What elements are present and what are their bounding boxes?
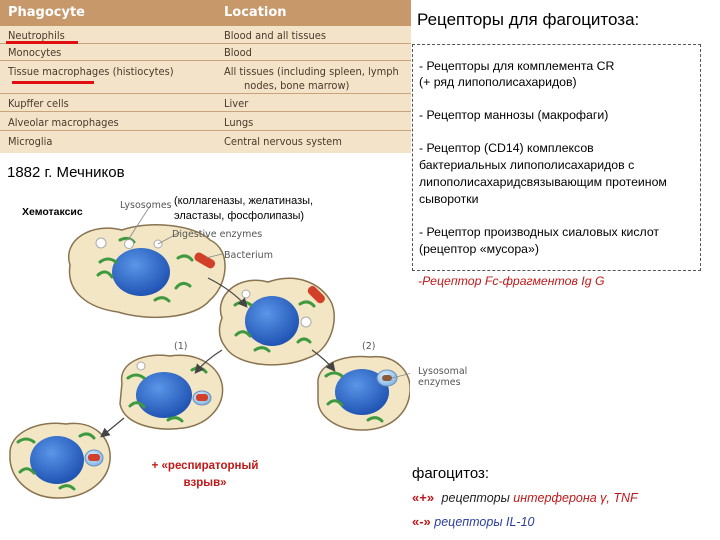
chemotaxis-label: Хемотаксис — [22, 206, 83, 218]
bacterium-label: Bacterium — [224, 250, 273, 261]
receptor-item: (рецептор «мусора») — [419, 242, 539, 256]
lysosome — [241, 289, 251, 299]
cell-location: Blood and all tissues — [224, 29, 327, 42]
respiratory-burst-line: взрыв» — [183, 477, 227, 489]
nucleus — [335, 369, 389, 415]
cell-location-cont: nodes, bone marrow) — [244, 79, 350, 92]
receptor-item: (+ ряд липополисахаридов) — [419, 75, 577, 89]
nucleus — [30, 436, 84, 484]
cell-location: Central nervous system — [224, 135, 342, 148]
enzymes-line: эластазы, фосфолипазы) — [174, 210, 305, 222]
receptor-item: - Рецептор маннозы (макрофаги) — [419, 108, 609, 122]
cell-3 — [119, 354, 224, 430]
receptor-item: липополисахаридсвязывающим протеином — [419, 175, 667, 189]
cell-phagocyte: Alveolar macrophages — [8, 116, 119, 129]
step-2-label: (2) — [362, 341, 376, 352]
respiratory-burst-label: + «респираторный взрыв» — [130, 458, 280, 492]
arrow — [311, 349, 336, 372]
cell-2 — [218, 277, 335, 366]
cell-phagocyte: Microglia — [8, 135, 53, 148]
phagocytosis-plus-line: «+» рецепторы интерферона γ, TNF — [412, 490, 638, 505]
receptor-item: - Рецептор (CD14) комплексов — [419, 141, 594, 155]
header-phagocyte: Phagocyte — [8, 5, 86, 20]
plus-red-text: интерферона γ, TNF — [513, 491, 638, 505]
respiratory-burst-line: + «респираторный — [151, 460, 259, 472]
bacterium — [307, 286, 325, 304]
cell-phagocyte: Monocytes — [8, 46, 62, 59]
arrow — [207, 277, 248, 308]
table-row — [0, 43, 411, 61]
minus-text: рецепторы IL-10 — [434, 515, 535, 529]
phagocytosis-title: фагоцитоз: — [412, 465, 490, 482]
cell-location: All tissues (including spleen, lymph — [224, 65, 399, 78]
minus-symbol: «-» — [412, 514, 431, 529]
plus-symbol: «+» — [412, 490, 435, 505]
phagocytosis-diagram — [9, 205, 410, 499]
bacterium — [88, 454, 100, 461]
lysosome — [136, 361, 146, 371]
cell-phagocyte: Kupffer cells — [8, 97, 69, 110]
arrow — [194, 349, 223, 374]
bacterium — [194, 252, 216, 269]
table-row — [0, 93, 411, 112]
plus-text: рецепторы — [441, 491, 510, 505]
highlight-macrophages — [12, 81, 94, 84]
receptor-item: бактериальных липополисахаридов с — [419, 158, 635, 172]
enzymes-note: (коллагеназы, желатиназы, эластазы, фосф… — [174, 194, 313, 224]
cell-location: Lungs — [224, 116, 254, 129]
bacterium — [196, 394, 208, 401]
nucleus — [245, 296, 299, 346]
lysosomal-label: Lysosomal — [418, 366, 468, 377]
digested-bacterium — [382, 375, 392, 381]
lysosomal-enzymes-label: enzymes — [418, 377, 461, 388]
table-header: Phagocyte Location — [0, 0, 411, 26]
fc-receptor: -Рецептор Fc-фрагментов Ig G — [418, 274, 605, 288]
lysosome — [300, 316, 312, 328]
cell-5 — [9, 422, 111, 499]
enzymes-line: (коллагеназы, желатиназы, — [174, 195, 314, 207]
receptors-box — [412, 44, 701, 271]
step-1-label: (1) — [174, 341, 188, 352]
header-location: Location — [224, 5, 287, 20]
lysosome — [95, 237, 107, 249]
table-row — [0, 60, 411, 94]
receptors-title: Рецепторы для фагоцитоза: — [417, 10, 640, 29]
cell-location: Blood — [224, 46, 252, 59]
table-row — [0, 111, 411, 131]
history-note: 1882 г. Мечников — [7, 164, 125, 181]
receptor-item: - Рецепторы для комплемента CR — [419, 59, 615, 73]
lysosome — [124, 239, 134, 249]
cell-4 — [317, 355, 410, 431]
cell-1 — [67, 224, 226, 319]
nucleus — [136, 372, 192, 418]
highlight-neutrophils — [6, 41, 78, 44]
arrow — [100, 417, 125, 438]
receptor-item: сыворотки — [419, 192, 479, 206]
lysosomes-label: Lysosomes — [120, 200, 172, 211]
receptor-item: - Рецептор производных сиаловых кислот — [419, 225, 660, 239]
cell-phagocyte: Tissue macrophages (histiocytes) — [8, 65, 174, 78]
nucleus — [112, 248, 170, 296]
cell-phagocyte: Neutrophils — [8, 29, 65, 42]
cell-location: Liver — [224, 97, 249, 110]
digestive-enzymes-label: Digestive enzymes — [172, 229, 263, 240]
table-row — [0, 26, 411, 44]
phagocytosis-minus-line: «-» рецепторы IL-10 — [412, 514, 535, 529]
phagocyte-table: Phagocyte Location Neutrophils Blood and… — [0, 0, 411, 153]
